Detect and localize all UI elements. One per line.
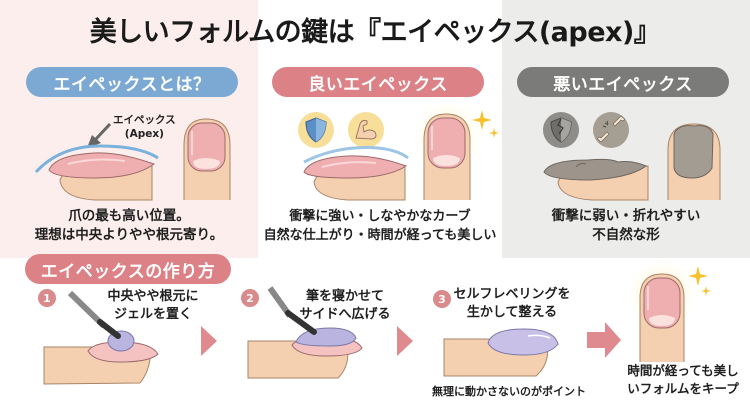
caption-good-line2: 自然な仕上がり・時間が経っても美しい <box>263 228 497 243</box>
flexed-arm-icon <box>348 112 384 148</box>
arrow-right-big-icon <box>587 322 621 358</box>
arrow-right-icon <box>397 326 413 356</box>
heading-what-is-apex: エイペックスとは？ <box>26 67 238 97</box>
caption-good-line1: 衝撃に強い・しなやかなカーブ <box>289 209 471 224</box>
step-3-illustration <box>443 328 559 377</box>
sparkle-icon <box>472 110 499 138</box>
step-1-line1: 中央やや根元に <box>107 289 199 304</box>
result-line2: いフォルムをキープ <box>627 381 739 396</box>
step-1-line2: ジェルを置く <box>113 307 192 322</box>
cracked-shield-icon <box>543 112 579 148</box>
heading-bad-apex: 悪いエイペックス <box>517 67 729 97</box>
step-1-text: 中央やや根元に ジェルを置く <box>98 288 208 324</box>
front-finger-illustration <box>183 118 231 200</box>
front-finger-bad-illustration <box>667 123 721 200</box>
apex-label: エイペックス (Apex) <box>113 113 176 141</box>
caption-what-line2: 理想は中央よりやや根元寄り。 <box>34 227 224 243</box>
step-3-note: 無理に動かさないのがポイント <box>432 385 586 398</box>
arrow-right-icon <box>201 326 217 356</box>
step-2-number: 2 <box>241 289 259 307</box>
caption-bad: 衝撃に弱い・折れやすい 不自然な形 <box>502 207 750 245</box>
front-finger-glow-illustration <box>408 102 499 200</box>
step-1-number: 1 <box>38 289 56 307</box>
step-2-line2: サイドへ広げる <box>299 307 391 322</box>
side-finger-apex-illustration <box>34 122 159 201</box>
apex-label-line1: エイペックス <box>113 114 176 126</box>
side-finger-good-illustration <box>303 146 409 201</box>
shield-icon <box>298 112 334 148</box>
result-text: 時間が経っても美し いフォルムをキープ <box>617 362 749 398</box>
page-title: 美しいフォルムの鍵は『エイペックス(apex)』 <box>89 17 661 48</box>
heading-how-to-make: エイペックスの作り方 <box>25 254 231 284</box>
caption-what-line1: 爪の最も高い位置。 <box>68 208 190 224</box>
pointer-arrow-icon <box>87 122 112 148</box>
step-1-illustration <box>43 290 159 385</box>
caption-bad-line1: 衝撃に弱い・折れやすい <box>551 208 701 224</box>
caption-bad-line2: 不自然な形 <box>592 227 660 243</box>
step-2-line1: 筆を寝かせて <box>305 289 384 304</box>
step-3-number: 3 <box>433 290 451 308</box>
step-3-text: セルフレベリングを 生かして整える <box>452 286 572 322</box>
result-line1: 時間が経っても美し <box>627 363 739 378</box>
caption-good: 衝撃に強い・しなやかなカーブ 自然な仕上がり・時間が経っても美しい <box>258 207 502 245</box>
broken-bone-icon <box>593 112 629 148</box>
step-3-line1: セルフレベリングを <box>453 287 571 302</box>
step-2-text: 筆を寝かせて サイドへ広げる <box>290 288 400 324</box>
heading-good-apex: 良いエイペックス <box>272 67 484 97</box>
side-finger-bad-illustration <box>543 158 649 201</box>
result-finger-glow-illustration <box>622 262 711 362</box>
apex-label-line2: (Apex) <box>124 128 164 140</box>
sparkle-icon <box>688 266 711 296</box>
step-2-illustration <box>247 286 363 379</box>
caption-what: 爪の最も高い位置。 理想は中央よりやや根元寄り。 <box>0 207 258 245</box>
step-3-line2: 生かして整える <box>466 305 558 320</box>
